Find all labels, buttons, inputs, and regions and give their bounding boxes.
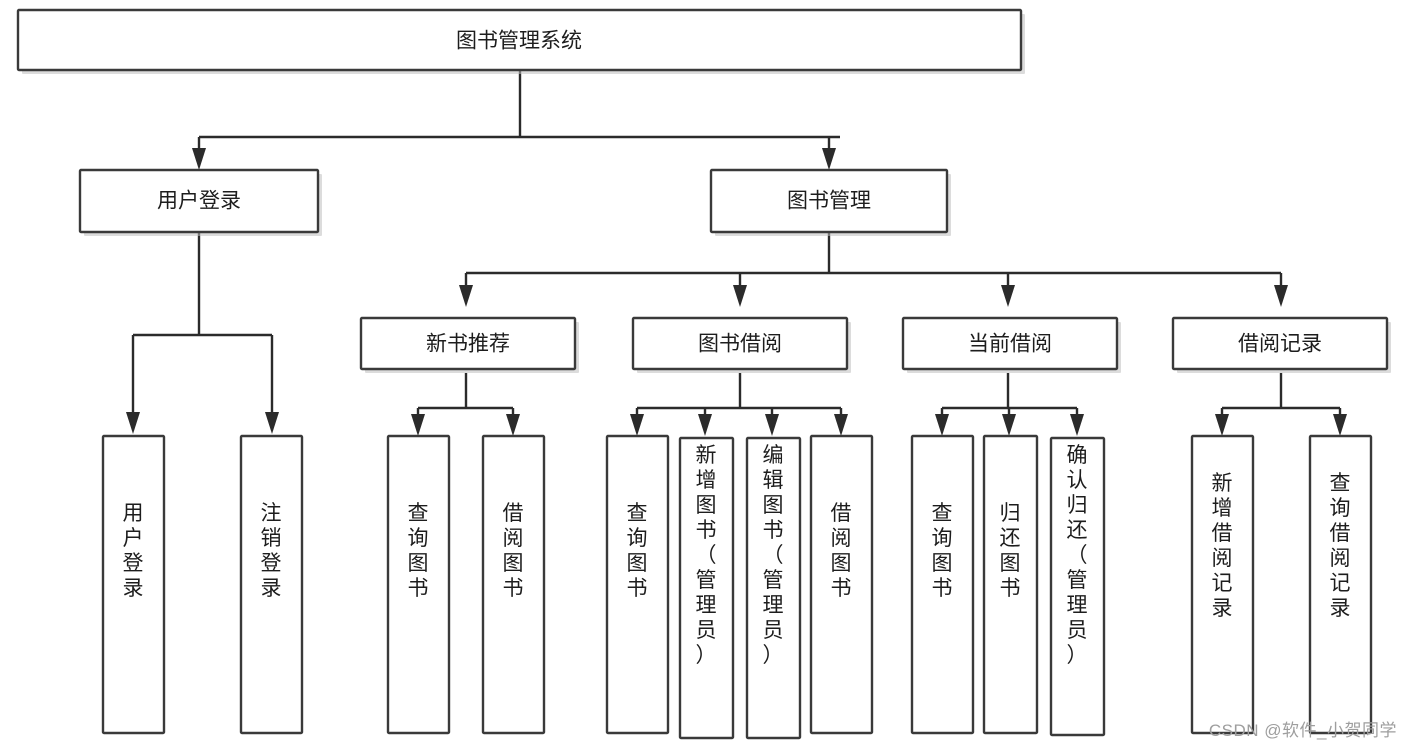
node-leaf-query-book-2-label: 查询图书 [627, 502, 648, 600]
node-leaf-user-login-label: 用户登录 [123, 502, 144, 600]
node-root-label: 图书管理系统 [456, 30, 582, 53]
edge-borrow-record-to-leaves [1220, 373, 1342, 414]
node-leaf-query-book-3-label: 查询图书 [932, 502, 953, 600]
node-leaf-return-book-label: 归还图书 [1000, 502, 1021, 600]
node-leaf-borrow-book-2[interactable]: 借阅图书 [809, 434, 874, 735]
node-leaf-logout-login-label: 注销登录 [261, 502, 282, 600]
node-book-borrow[interactable]: 图书借阅 [631, 316, 851, 373]
arrow-to-leaf-return-book [1002, 414, 1016, 436]
node-leaf-borrow-book-1[interactable]: 借阅图书 [481, 434, 546, 735]
arrow-to-leaf-logout-login [265, 412, 279, 434]
edge-book-manage-to-level2 [464, 232, 1283, 285]
edge-layer [126, 70, 1347, 436]
edge-user-login-to-leaves [131, 232, 274, 412]
node-leaf-confirm-return-admin-label: 确认归还（管理员） [1067, 444, 1088, 667]
arrow-to-leaf-query-book-2 [630, 414, 644, 436]
node-leaf-query-book-1[interactable]: 查询图书 [386, 434, 451, 735]
arrow-to-leaf-query-borrow-record [1333, 414, 1347, 436]
node-leaf-add-borrow-record-label: 新增借阅记录 [1212, 472, 1233, 620]
arrow-to-new-book-recommend [459, 285, 473, 307]
edge-current-borrow-to-leaves [940, 373, 1079, 414]
arrow-to-leaf-confirm-return-admin [1070, 414, 1084, 436]
node-leaf-add-book-admin[interactable]: 新增图书（管理员） [678, 436, 735, 740]
arrow-to-leaf-query-book-1 [411, 414, 425, 436]
node-leaf-query-borrow-record[interactable]: 查询借阅记录 [1308, 434, 1373, 735]
node-leaf-edit-book-admin[interactable]: 编辑图书（管理员） [745, 436, 802, 740]
arrow-to-leaf-edit-book-admin [765, 414, 779, 436]
node-leaf-user-login[interactable]: 用户登录 [101, 434, 166, 735]
node-borrow-record[interactable]: 借阅记录 [1171, 316, 1391, 373]
node-user-login[interactable]: 用户登录 [78, 168, 322, 236]
node-leaf-query-book-3[interactable]: 查询图书 [910, 434, 975, 735]
edge-new-book-recommend-to-leaves [416, 373, 515, 414]
arrow-to-leaf-add-borrow-record [1215, 414, 1229, 436]
node-book-manage[interactable]: 图书管理 [709, 168, 951, 236]
arrow-to-current-borrow [1001, 285, 1015, 307]
arrow-to-book-borrow [733, 285, 747, 307]
arrow-to-borrow-record [1274, 285, 1288, 307]
node-leaf-borrow-book-1-label: 借阅图书 [503, 502, 524, 600]
arrow-to-leaf-add-book-admin [698, 414, 712, 436]
edge-book-borrow-to-leaves [635, 373, 843, 414]
node-leaf-borrow-book-2-label: 借阅图书 [831, 502, 852, 600]
node-leaf-edit-book-admin-label: 编辑图书（管理员） [763, 444, 784, 667]
arrow-to-user-login [192, 148, 206, 170]
node-leaf-add-book-admin-label: 新增图书（管理员） [696, 444, 717, 667]
node-leaf-return-book[interactable]: 归还图书 [982, 434, 1039, 735]
node-new-book-recommend[interactable]: 新书推荐 [359, 316, 579, 373]
arrow-to-leaf-user-login [126, 412, 140, 434]
node-user-login-label: 用户登录 [157, 190, 241, 213]
arrow-to-leaf-borrow-book-2 [834, 414, 848, 436]
arrow-to-leaf-query-book-3 [935, 414, 949, 436]
node-leaf-confirm-return-admin[interactable]: 确认归还（管理员） [1049, 436, 1106, 737]
csdn-watermark: CSDN @软件_小贺同学 [1208, 721, 1397, 740]
edge-root-to-level1 [197, 70, 840, 148]
arrow-to-leaf-borrow-book-1 [506, 414, 520, 436]
node-root[interactable]: 图书管理系统 [16, 8, 1025, 74]
node-book-manage-label: 图书管理 [787, 190, 871, 213]
node-new-book-recommend-label: 新书推荐 [426, 333, 510, 356]
node-current-borrow-label: 当前借阅 [968, 333, 1052, 356]
node-current-borrow[interactable]: 当前借阅 [901, 316, 1121, 373]
node-leaf-logout-login[interactable]: 注销登录 [239, 434, 304, 735]
node-borrow-record-label: 借阅记录 [1238, 333, 1322, 356]
node-leaf-query-book-1-label: 查询图书 [408, 502, 429, 600]
node-leaf-add-borrow-record[interactable]: 新增借阅记录 [1190, 434, 1255, 735]
node-leaf-query-borrow-record-label: 查询借阅记录 [1330, 472, 1351, 620]
node-leaf-query-book-2[interactable]: 查询图书 [605, 434, 670, 735]
node-book-borrow-label: 图书借阅 [698, 333, 782, 356]
arrow-to-book-manage [822, 148, 836, 170]
